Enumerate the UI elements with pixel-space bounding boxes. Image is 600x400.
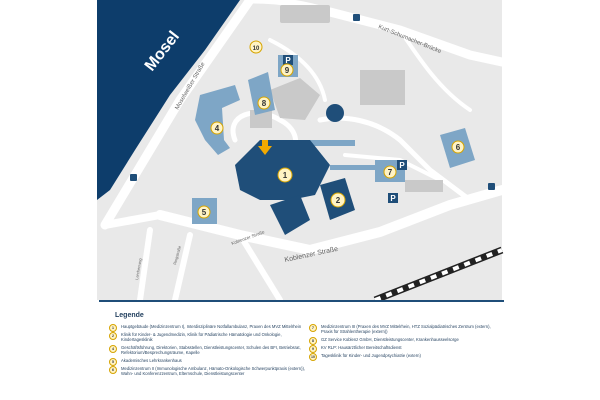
legend-item-text: Geschäftsführung, Direktorien, Stabsstel… xyxy=(121,345,301,355)
building-1-wing xyxy=(270,195,310,235)
legend-title: Legende xyxy=(115,312,144,319)
road-northeast xyxy=(398,28,472,112)
legend-item: 2 Klinik für Kinder- & Jugendmedizin, Kli… xyxy=(109,332,309,342)
marker-9 xyxy=(280,63,294,77)
road-lower-left xyxy=(101,211,164,229)
marker-10-label: 10 xyxy=(253,46,260,52)
marker-2-label: 2 xyxy=(336,196,341,205)
marker-6 xyxy=(451,140,465,154)
road-lerchenweg xyxy=(137,227,153,303)
legend-item: 10 Tagesklinik für Kinder- und Jugendpsyc… xyxy=(309,353,499,361)
marker-1-label: 1 xyxy=(283,171,288,180)
marker-8 xyxy=(257,96,271,110)
legend-item-text: Akademisches Lehrkrankenhaus xyxy=(121,358,182,363)
road-koblenzer xyxy=(155,185,507,256)
legend-panel: Legende 1 Hauptgebäude (Medizinzentrum I)… xyxy=(99,300,504,398)
gray-building-east xyxy=(360,70,405,105)
marker-6-label: 6 xyxy=(456,143,461,152)
bus-stops xyxy=(130,14,495,190)
road-kurt-schumacher xyxy=(325,7,507,67)
road-upper xyxy=(268,38,327,102)
legend-item: 1 Hauptgebäude (Medizinzentrum I), Interd… xyxy=(109,324,309,332)
marker-5 xyxy=(197,205,211,219)
legend-item-text: Tagesklinik für Kinder- und Jugendpsychi… xyxy=(321,353,421,358)
legend-item-text: Medizinzentrum II (Immunologische Ambula… xyxy=(121,366,306,376)
building-4 xyxy=(195,85,240,155)
legend-marker-icon: 1 xyxy=(109,324,117,332)
gray-buildings xyxy=(250,5,443,192)
legend-column-left: 1 Hauptgebäude (Medizinzentrum I), Interd… xyxy=(109,324,309,379)
legend-item: 4 Geschäftsführung, Direktorien, Stabsste… xyxy=(109,345,309,355)
map-canvas: Mosel xyxy=(97,0,507,304)
marker-9-label: 9 xyxy=(285,66,290,75)
bus-stop-icon xyxy=(488,183,495,190)
legend-item: 9 KV RLP: Hausärztlicher Bereitschaftsdie… xyxy=(309,345,499,353)
legend-marker-icon: 7 xyxy=(309,324,317,332)
road-ringstrasse xyxy=(172,232,193,303)
street-label-ringstrasse: Ringstraße xyxy=(172,244,182,265)
marker-7-label: 7 xyxy=(388,168,393,177)
parking-label: P xyxy=(390,194,396,203)
marker-8-label: 8 xyxy=(262,99,267,108)
marker-4-label: 4 xyxy=(215,124,220,133)
legend-item-text: Hauptgebäude (Medizinzentrum I), Interdi… xyxy=(121,324,302,329)
building-connector xyxy=(330,165,375,170)
river-mosel xyxy=(97,0,240,200)
entrance-arrow-icon xyxy=(258,140,272,155)
parking-signs: P P P xyxy=(283,55,407,203)
railway xyxy=(373,246,504,304)
marker-1 xyxy=(277,167,293,183)
legend-item: 7 Medizinzentrum III (Praxen des MVZ Mitt… xyxy=(309,324,499,334)
marker-5-label: 5 xyxy=(202,208,207,217)
legend-marker-icon: 9 xyxy=(309,345,317,353)
marker-4 xyxy=(210,121,224,135)
building-markers: 1 2 4 5 6 7 8 9 10 xyxy=(197,40,465,219)
marker-7 xyxy=(383,165,397,179)
legend-item: 6 Medizinzentrum II (Immunologische Ambul… xyxy=(109,366,309,376)
gray-building-south-east xyxy=(405,180,443,192)
legend-item-text: Klinik für Kinder- & Jugendmedizin, Klin… xyxy=(121,332,282,342)
legend-item: 5 Akademisches Lehrkrankenhaus xyxy=(109,358,309,366)
parking-label: P xyxy=(285,56,291,65)
legend-item-text: Medizinzentrum III (Praxen des MVZ Mitte… xyxy=(321,324,491,334)
legend-item-text: KV RLP: Hausärztlicher Bereitschaftsdien… xyxy=(321,345,402,350)
road-south xyxy=(237,232,283,303)
legend-marker-icon: 10 xyxy=(309,353,317,361)
bus-stop-icon xyxy=(130,174,137,181)
parking-icon xyxy=(397,160,407,170)
legend-marker-icon: 6 xyxy=(109,366,117,374)
legend-marker-icon: 5 xyxy=(109,358,117,366)
legend-marker-icon: 8 xyxy=(309,337,317,345)
legend-item-text: GZ Service Koblenz GmbH, Dienstleistungs… xyxy=(321,337,459,342)
legend-column-right: 7 Medizinzentrum III (Praxen des MVZ Mitt… xyxy=(309,324,499,361)
road-moselweisser xyxy=(100,0,255,230)
building-connector-2 xyxy=(300,140,355,146)
street-label-lerchenweg: Lerchenweg xyxy=(134,258,143,280)
legend-marker-icon: 4 xyxy=(109,345,117,353)
legend-item: 8 GZ Service Koblenz GmbH, Dienstleistung… xyxy=(309,337,499,345)
bus-stop-icon xyxy=(353,14,360,21)
gray-building-north xyxy=(280,5,330,23)
helipad-icon xyxy=(326,104,344,122)
parking-icon xyxy=(283,55,293,65)
gray-building-center xyxy=(270,78,320,120)
marker-10 xyxy=(249,40,263,54)
parking-label: P xyxy=(399,161,405,170)
marker-2 xyxy=(330,192,346,208)
legend-marker-icon: 2 xyxy=(109,332,117,340)
parking-icon xyxy=(388,193,398,203)
